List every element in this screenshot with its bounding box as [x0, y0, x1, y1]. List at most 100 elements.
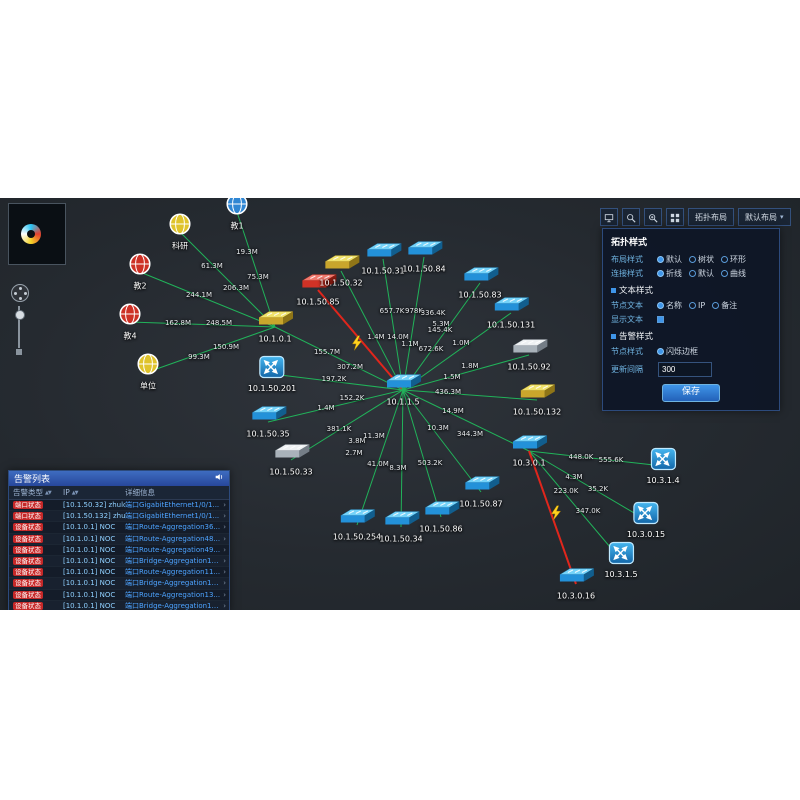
alert-detail-link[interactable]: 端口Route-Aggregation36...: [125, 523, 221, 532]
node-label: 教1: [230, 221, 244, 231]
alert-detail-link[interactable]: 端口GigabitEthernet1/0/1...: [125, 512, 220, 521]
node-label: 10.1.50.131: [486, 320, 536, 330]
topology-node-10.1.1.5[interactable]: 10.1.1.5: [384, 374, 422, 407]
chevron-right-icon: ›: [223, 579, 226, 588]
topology-node-10.1.50.132[interactable]: 10.1.50.132: [513, 384, 561, 417]
column-ip[interactable]: IP▲▼: [63, 488, 78, 497]
toolbar-button-1[interactable]: 默认布局▾: [738, 208, 791, 226]
topology-node-10.3.0.16[interactable]: 10.3.0.16: [557, 568, 595, 601]
node-label: 10.1.1.5: [386, 397, 420, 407]
edge-10.1.1.5-10.1.50.254: [356, 389, 404, 526]
speaker-icon[interactable]: [214, 472, 224, 485]
style-radio-option[interactable]: 折线: [657, 268, 682, 279]
switch-blue-icon: [384, 374, 422, 397]
interval-input[interactable]: [658, 362, 712, 377]
zoom-reset[interactable]: [16, 349, 22, 355]
zoom-slider[interactable]: [15, 306, 25, 355]
topology-node-10.3.0.1[interactable]: 10.3.0.1: [510, 435, 548, 468]
alert-detail-link[interactable]: 端口Route-Aggregation11...: [125, 568, 221, 577]
topology-node-danwei[interactable]: 单位: [137, 353, 160, 392]
edge-10.1.1.5-10.1.50.83: [402, 282, 481, 391]
save-button[interactable]: 保存: [662, 384, 720, 402]
style-radio-option[interactable]: 树状: [689, 254, 714, 265]
style-row-label: 连接样式: [611, 268, 643, 278]
topology-node-10.1.50.87[interactable]: 10.1.50.87: [459, 476, 503, 509]
style-radio-option[interactable]: 曲线: [721, 268, 746, 279]
topology-node-keyan[interactable]: 科研: [169, 213, 192, 252]
alert-detail-link[interactable]: 端口Bridge-Aggregation11...: [125, 557, 221, 566]
topology-node-10.1.50.34[interactable]: 10.1.50.34: [379, 511, 423, 544]
topology-node-edu1[interactable]: 教1: [226, 198, 249, 232]
topology-node-edu2[interactable]: 教2: [129, 253, 152, 292]
style-radio-option[interactable]: 名称: [657, 300, 682, 311]
alert-detail-link[interactable]: 端口Bridge-Aggregation14...: [125, 601, 221, 610]
topology-node-10.1.50.92[interactable]: 10.1.50.92: [507, 339, 551, 372]
topology-node-10.1.0.1[interactable]: 10.1.0.1: [256, 311, 294, 344]
topology-node-10.1.50.31[interactable]: 10.1.50.31: [361, 243, 405, 276]
chevron-right-icon: ›: [223, 590, 226, 599]
toolbar-monitor-icon-button[interactable]: [600, 208, 618, 226]
toolbar-zoom-in-icon-button[interactable]: [644, 208, 662, 226]
pan-control[interactable]: [11, 284, 29, 302]
style-row-label: 节点文本: [611, 300, 643, 310]
topology-node-10.1.50.85[interactable]: 10.1.50.85: [296, 274, 340, 307]
switch-blue-icon: [364, 243, 402, 266]
toolbar-search-icon-button[interactable]: [622, 208, 640, 226]
edge-traffic-label: 344.3M: [456, 430, 484, 438]
topology-node-edu4[interactable]: 教4: [119, 303, 142, 342]
zoom-handle[interactable]: [15, 310, 25, 320]
topology-node-10.1.50.83[interactable]: 10.1.50.83: [458, 267, 502, 300]
style-radio-option[interactable]: 闪烁边框: [657, 346, 698, 357]
alert-detail-link[interactable]: 端口Route-Aggregation13...: [125, 590, 221, 599]
topology-node-10.3.0.15[interactable]: 10.3.0.15: [627, 501, 665, 539]
edge-traffic-label: 145.4K: [427, 326, 453, 334]
edge-10.1.1.5-10.1.50.87: [402, 389, 482, 493]
column-alert-type[interactable]: 告警类型▲▼: [13, 488, 52, 497]
topology-node-10.3.1.5[interactable]: 10.3.1.5: [604, 541, 638, 579]
topology-node-10.1.50.32[interactable]: 10.1.50.32: [319, 255, 363, 288]
style-radio-option[interactable]: 环形: [721, 254, 746, 265]
edge-10.1.1.5-10.1.50.33: [290, 389, 404, 461]
topology-node-10.1.50.86[interactable]: 10.1.50.86: [419, 501, 463, 534]
edge-10.1.1.5-10.1.50.132: [402, 389, 538, 401]
topology-node-10.1.50.201[interactable]: 10.1.50.201: [248, 355, 296, 393]
alert-detail-link[interactable]: 端口Route-Aggregation48...: [125, 534, 221, 543]
edge-traffic-label: 3.8M: [348, 437, 366, 445]
topology-node-10.3.1.4[interactable]: 10.3.1.4: [646, 447, 680, 485]
topology-node-10.1.50.33[interactable]: 10.1.50.33: [269, 444, 313, 477]
alert-detail-link[interactable]: 端口Route-Aggregation49...: [125, 545, 221, 554]
toolbar-grid-icon-button[interactable]: [666, 208, 684, 226]
node-label: 10.1.50.87: [459, 499, 503, 509]
router-blue-icon: [650, 447, 676, 475]
topology-node-10.1.50.131[interactable]: 10.1.50.131: [487, 297, 535, 330]
style-radio-option[interactable]: 默认: [657, 254, 682, 265]
alert-table-header: 告警类型▲▼IP▲▼详细信息: [9, 486, 229, 500]
topology-node-10.1.50.35[interactable]: 10.1.50.35: [246, 406, 290, 439]
topology-node-10.1.50.254[interactable]: 10.1.50.254: [333, 509, 381, 542]
alert-table-row[interactable]: 端口状态[10.1.50.132] zhulou...端口GigabitEthe…: [9, 511, 229, 523]
style-radio-option[interactable]: 默认: [689, 268, 714, 279]
alert-detail-link[interactable]: 端口Bridge-Aggregation12...: [125, 579, 221, 588]
style-radio-option[interactable]: 备注: [712, 300, 737, 311]
toolbar-button-0[interactable]: 拓扑布局: [688, 208, 734, 226]
topology-node-10.1.50.84[interactable]: 10.1.50.84: [402, 241, 446, 274]
style-section-header: 文本样式: [611, 284, 771, 296]
alert-table-row[interactable]: 端口状态[10.1.50.32] zhulou-32端口GigabitEther…: [9, 500, 229, 512]
edge-10.1.1.5-10.1.50.201: [271, 373, 404, 391]
edge-traffic-label: 1.4M: [367, 333, 385, 341]
style-checkbox[interactable]: [657, 315, 664, 323]
node-label: 10.1.50.33: [269, 467, 313, 477]
style-radio-option[interactable]: IP: [689, 301, 705, 310]
alert-detail-link[interactable]: 端口GigabitEthernet1/0/1...: [125, 501, 220, 510]
minimap[interactable]: [8, 203, 66, 265]
